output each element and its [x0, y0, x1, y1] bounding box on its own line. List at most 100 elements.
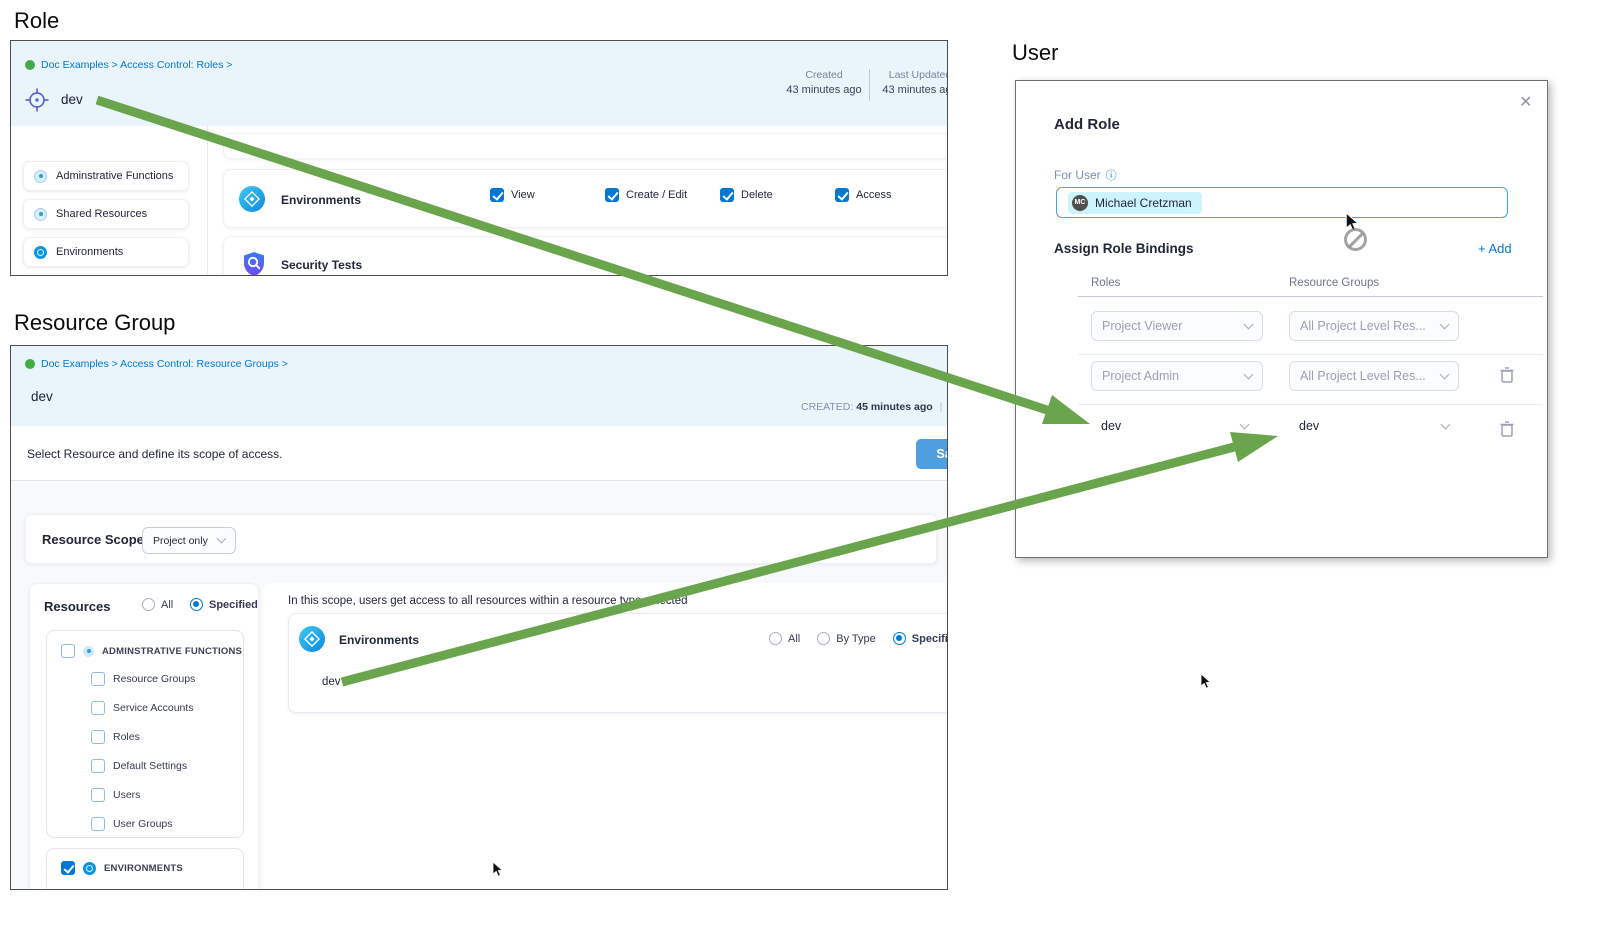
project-icon [25, 359, 35, 369]
role-panel-header: Doc Examples > Access Control: Roles > d… [11, 41, 947, 126]
sidebar-divider [207, 126, 208, 275]
delete-binding-icon[interactable] [1499, 420, 1515, 438]
user-chip: MC Michael Cretzman [1068, 191, 1202, 214]
radio-icon[interactable] [142, 598, 155, 611]
radio-icon[interactable] [817, 632, 831, 645]
save-button[interactable]: Save [916, 439, 947, 469]
tree-row-service-accounts[interactable]: Service Accounts [91, 698, 194, 718]
security-tests-icon [244, 252, 264, 275]
resources-card: Resources All Specified ADMINSTRATIVE FU… [29, 583, 259, 889]
chevron-down-icon [1440, 419, 1451, 429]
info-icon[interactable]: ⓘ [1105, 170, 1117, 182]
resource-group-select-disabled[interactable]: All Project Level Res... [1289, 311, 1459, 341]
environments-icon [239, 186, 265, 212]
permission-row-security-tests: Security Tests [223, 236, 947, 275]
radio-icon[interactable] [769, 632, 782, 645]
scope-radio-by-type[interactable]: By Type [817, 632, 876, 645]
checkbox-checked[interactable] [720, 188, 734, 202]
tree-row-users[interactable]: Users [91, 785, 140, 805]
sidebar-item-shared-resources[interactable]: Shared Resources [23, 199, 189, 229]
sidebar-item-label: Shared Resources [56, 208, 148, 220]
scope-radio-all[interactable]: All [769, 632, 800, 645]
permission-row-partial [223, 133, 947, 159]
mouse-cursor [1200, 674, 1212, 689]
checkbox-unchecked[interactable] [91, 672, 105, 686]
resource-type-label: Environments [281, 193, 362, 207]
scope-environments-card: Environments All By Type Specified [288, 613, 947, 713]
meta-divider [869, 69, 870, 101]
project-icon [25, 60, 35, 70]
scope-radio-specified[interactable]: Specified [892, 632, 947, 645]
rg-toolbar: Select Resource and define its scope of … [11, 426, 947, 481]
tree-row-default-settings[interactable]: Default Settings [91, 756, 187, 776]
rg-subtitle: Select Resource and define its scope of … [27, 447, 283, 461]
checkbox-checked[interactable] [605, 188, 619, 202]
add-role-modal: ✕ Add Role For User ⓘ MC Michael Cretzma… [1015, 80, 1548, 558]
user-input[interactable]: MC Michael Cretzman [1056, 187, 1508, 218]
checkbox-unchecked[interactable] [91, 701, 105, 715]
tree-row-roles[interactable]: Roles [91, 727, 140, 747]
modal-title: Add Role [1054, 116, 1120, 133]
environments-icon [83, 861, 96, 875]
resources-radio-specified[interactable]: Specified [190, 598, 258, 611]
sidebar-item-environments[interactable]: Environments [23, 237, 189, 267]
sidebar-item-administrative-functions[interactable]: Adminstrative Functions [23, 161, 189, 191]
category-icon [34, 169, 47, 183]
resource-scope-select[interactable]: Project only [142, 527, 236, 554]
resource-scope-label: Resource Scope [42, 532, 144, 547]
tree-row-user-groups[interactable]: User Groups [91, 814, 173, 834]
chevron-down-icon [1243, 319, 1254, 329]
scope-detail-card: In this scope, users get access to all r… [263, 583, 947, 889]
breadcrumb-text[interactable]: Doc Examples > Access Control: Roles > [41, 59, 233, 71]
radio-selected-icon[interactable] [190, 598, 203, 611]
delete-binding-icon[interactable] [1499, 366, 1515, 384]
permission-view[interactable]: View [490, 188, 535, 202]
tree-row-administrative-functions[interactable]: ADMINSTRATIVE FUNCTIONS [61, 641, 242, 661]
tree-row-environments[interactable]: ENVIRONMENTS [61, 858, 183, 878]
checkbox-unchecked[interactable] [91, 730, 105, 744]
table-divider [1078, 296, 1543, 297]
admin-functions-group: ADMINSTRATIVE FUNCTIONS Resource Groups … [46, 630, 244, 838]
permission-delete[interactable]: Delete [720, 188, 773, 202]
role-select-disabled[interactable]: Project Viewer [1091, 311, 1263, 341]
row-divider [1078, 404, 1543, 405]
resources-radio-all[interactable]: All [142, 598, 173, 611]
assign-role-bindings-title: Assign Role Bindings [1054, 241, 1194, 256]
resource-group-panel: Doc Examples > Access Control: Resource … [10, 345, 948, 890]
role-panel: Doc Examples > Access Control: Roles > d… [10, 40, 948, 276]
permission-create-edit[interactable]: Create / Edit [605, 188, 687, 202]
checkbox-checked[interactable] [835, 188, 849, 202]
checkbox-unchecked[interactable] [91, 788, 105, 802]
chevron-down-icon [1439, 369, 1450, 379]
permission-access[interactable]: Access [835, 188, 891, 202]
checkbox-checked[interactable] [61, 861, 75, 875]
breadcrumb[interactable]: Doc Examples > Access Control: Resource … [25, 358, 288, 370]
close-icon[interactable]: ✕ [1519, 94, 1533, 111]
role-select-disabled[interactable]: Project Admin [1091, 361, 1263, 391]
sidebar-item-partial [23, 275, 189, 276]
breadcrumb[interactable]: Doc Examples > Access Control: Roles > [25, 59, 232, 71]
checkbox-checked[interactable] [490, 188, 504, 202]
sidebar-item-label: Adminstrative Functions [56, 170, 174, 182]
scope-item-dev: dev [322, 676, 341, 688]
radio-selected-icon[interactable] [892, 632, 906, 645]
rg-title: dev [31, 389, 53, 404]
breadcrumb-text[interactable]: Doc Examples > Access Control: Resource … [41, 358, 288, 370]
checkbox-unchecked[interactable] [91, 817, 105, 831]
tree-row-resource-groups[interactable]: Resource Groups [91, 669, 195, 689]
resource-type-label: Environments [339, 633, 420, 647]
resource-group-section-heading: Resource Group [14, 310, 176, 335]
role-select-dev[interactable]: dev [1101, 419, 1250, 433]
checkbox-unchecked[interactable] [61, 644, 75, 658]
rg-meta: CREATED: 45 minutes ago | LAST UPD [801, 401, 943, 413]
column-header-roles: Roles [1091, 277, 1121, 289]
permission-row-environments: Environments View Create / Edit Delete A… [223, 169, 947, 228]
resource-group-select-dev[interactable]: dev [1299, 419, 1451, 433]
checkbox-unchecked[interactable] [91, 759, 105, 773]
resource-group-select-disabled[interactable]: All Project Level Res... [1289, 361, 1459, 391]
resources-label: Resources [44, 599, 111, 614]
role-target-icon [25, 88, 49, 112]
add-binding-button[interactable]: + Add [1478, 241, 1512, 256]
role-title: dev [61, 92, 83, 107]
